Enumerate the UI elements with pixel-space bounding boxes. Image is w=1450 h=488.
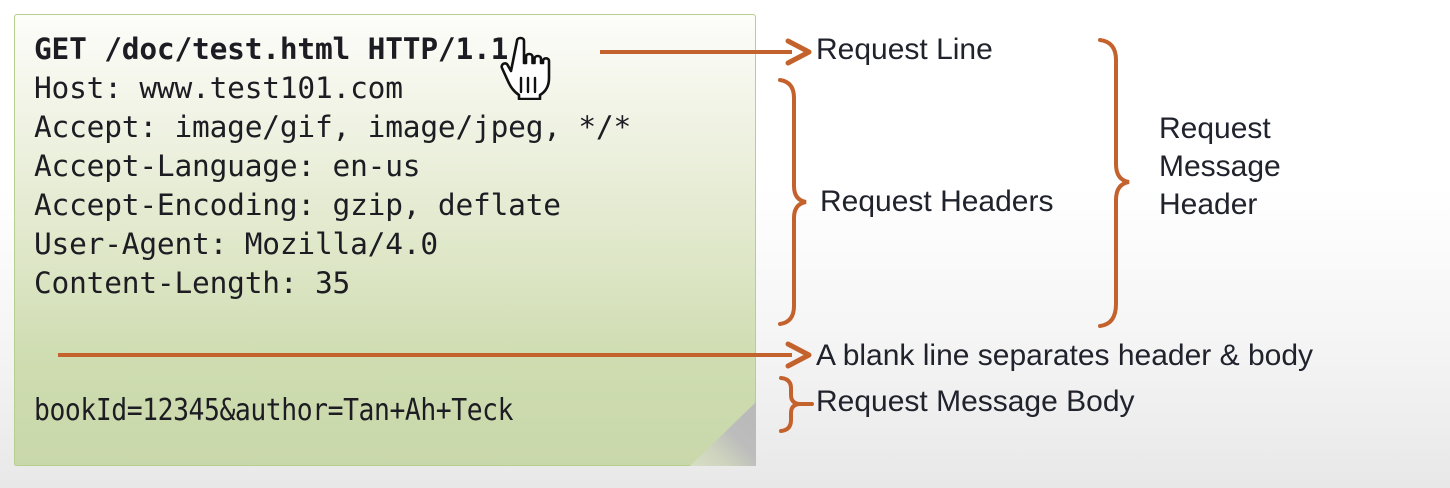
header-line-accept-language: Accept-Language: en-us (34, 149, 421, 183)
label-request-line: Request Line (816, 33, 993, 66)
request-message-body-brace-icon (779, 376, 814, 433)
pointing-hand-cursor-icon (496, 34, 556, 101)
header-line-accept-encoding: Accept-Encoding: gzip, deflate (34, 188, 561, 222)
request-message-header-brace-icon (1098, 38, 1130, 328)
request-headers-brace-icon (778, 78, 807, 326)
label-request-headers: Request Headers (820, 185, 1054, 218)
label-request-message-header: Request Message Header (1159, 112, 1281, 221)
note-background (14, 14, 756, 466)
http-request-note: GET /doc/test.html HTTP/1.1 Host: www.te… (14, 14, 756, 466)
header-line-accept: Accept: image/gif, image/jpeg, */* (34, 110, 632, 144)
request-line-text: GET /doc/test.html HTTP/1.1 (34, 32, 509, 66)
header-line-host: Host: www.test101.com (34, 71, 403, 105)
header-line-content-length: Content-Length: 35 (34, 266, 351, 300)
label-blank-line-separator: A blank line separates header & body (816, 339, 1314, 372)
label-request-message-body: Request Message Body (816, 385, 1135, 418)
request-message-lines: GET /doc/test.html HTTP/1.1 Host: www.te… (34, 30, 734, 303)
request-body-text: bookId=12345&author=Tan+Ah+Teck (34, 393, 514, 428)
header-line-user-agent: User-Agent: Mozilla/4.0 (34, 227, 438, 261)
